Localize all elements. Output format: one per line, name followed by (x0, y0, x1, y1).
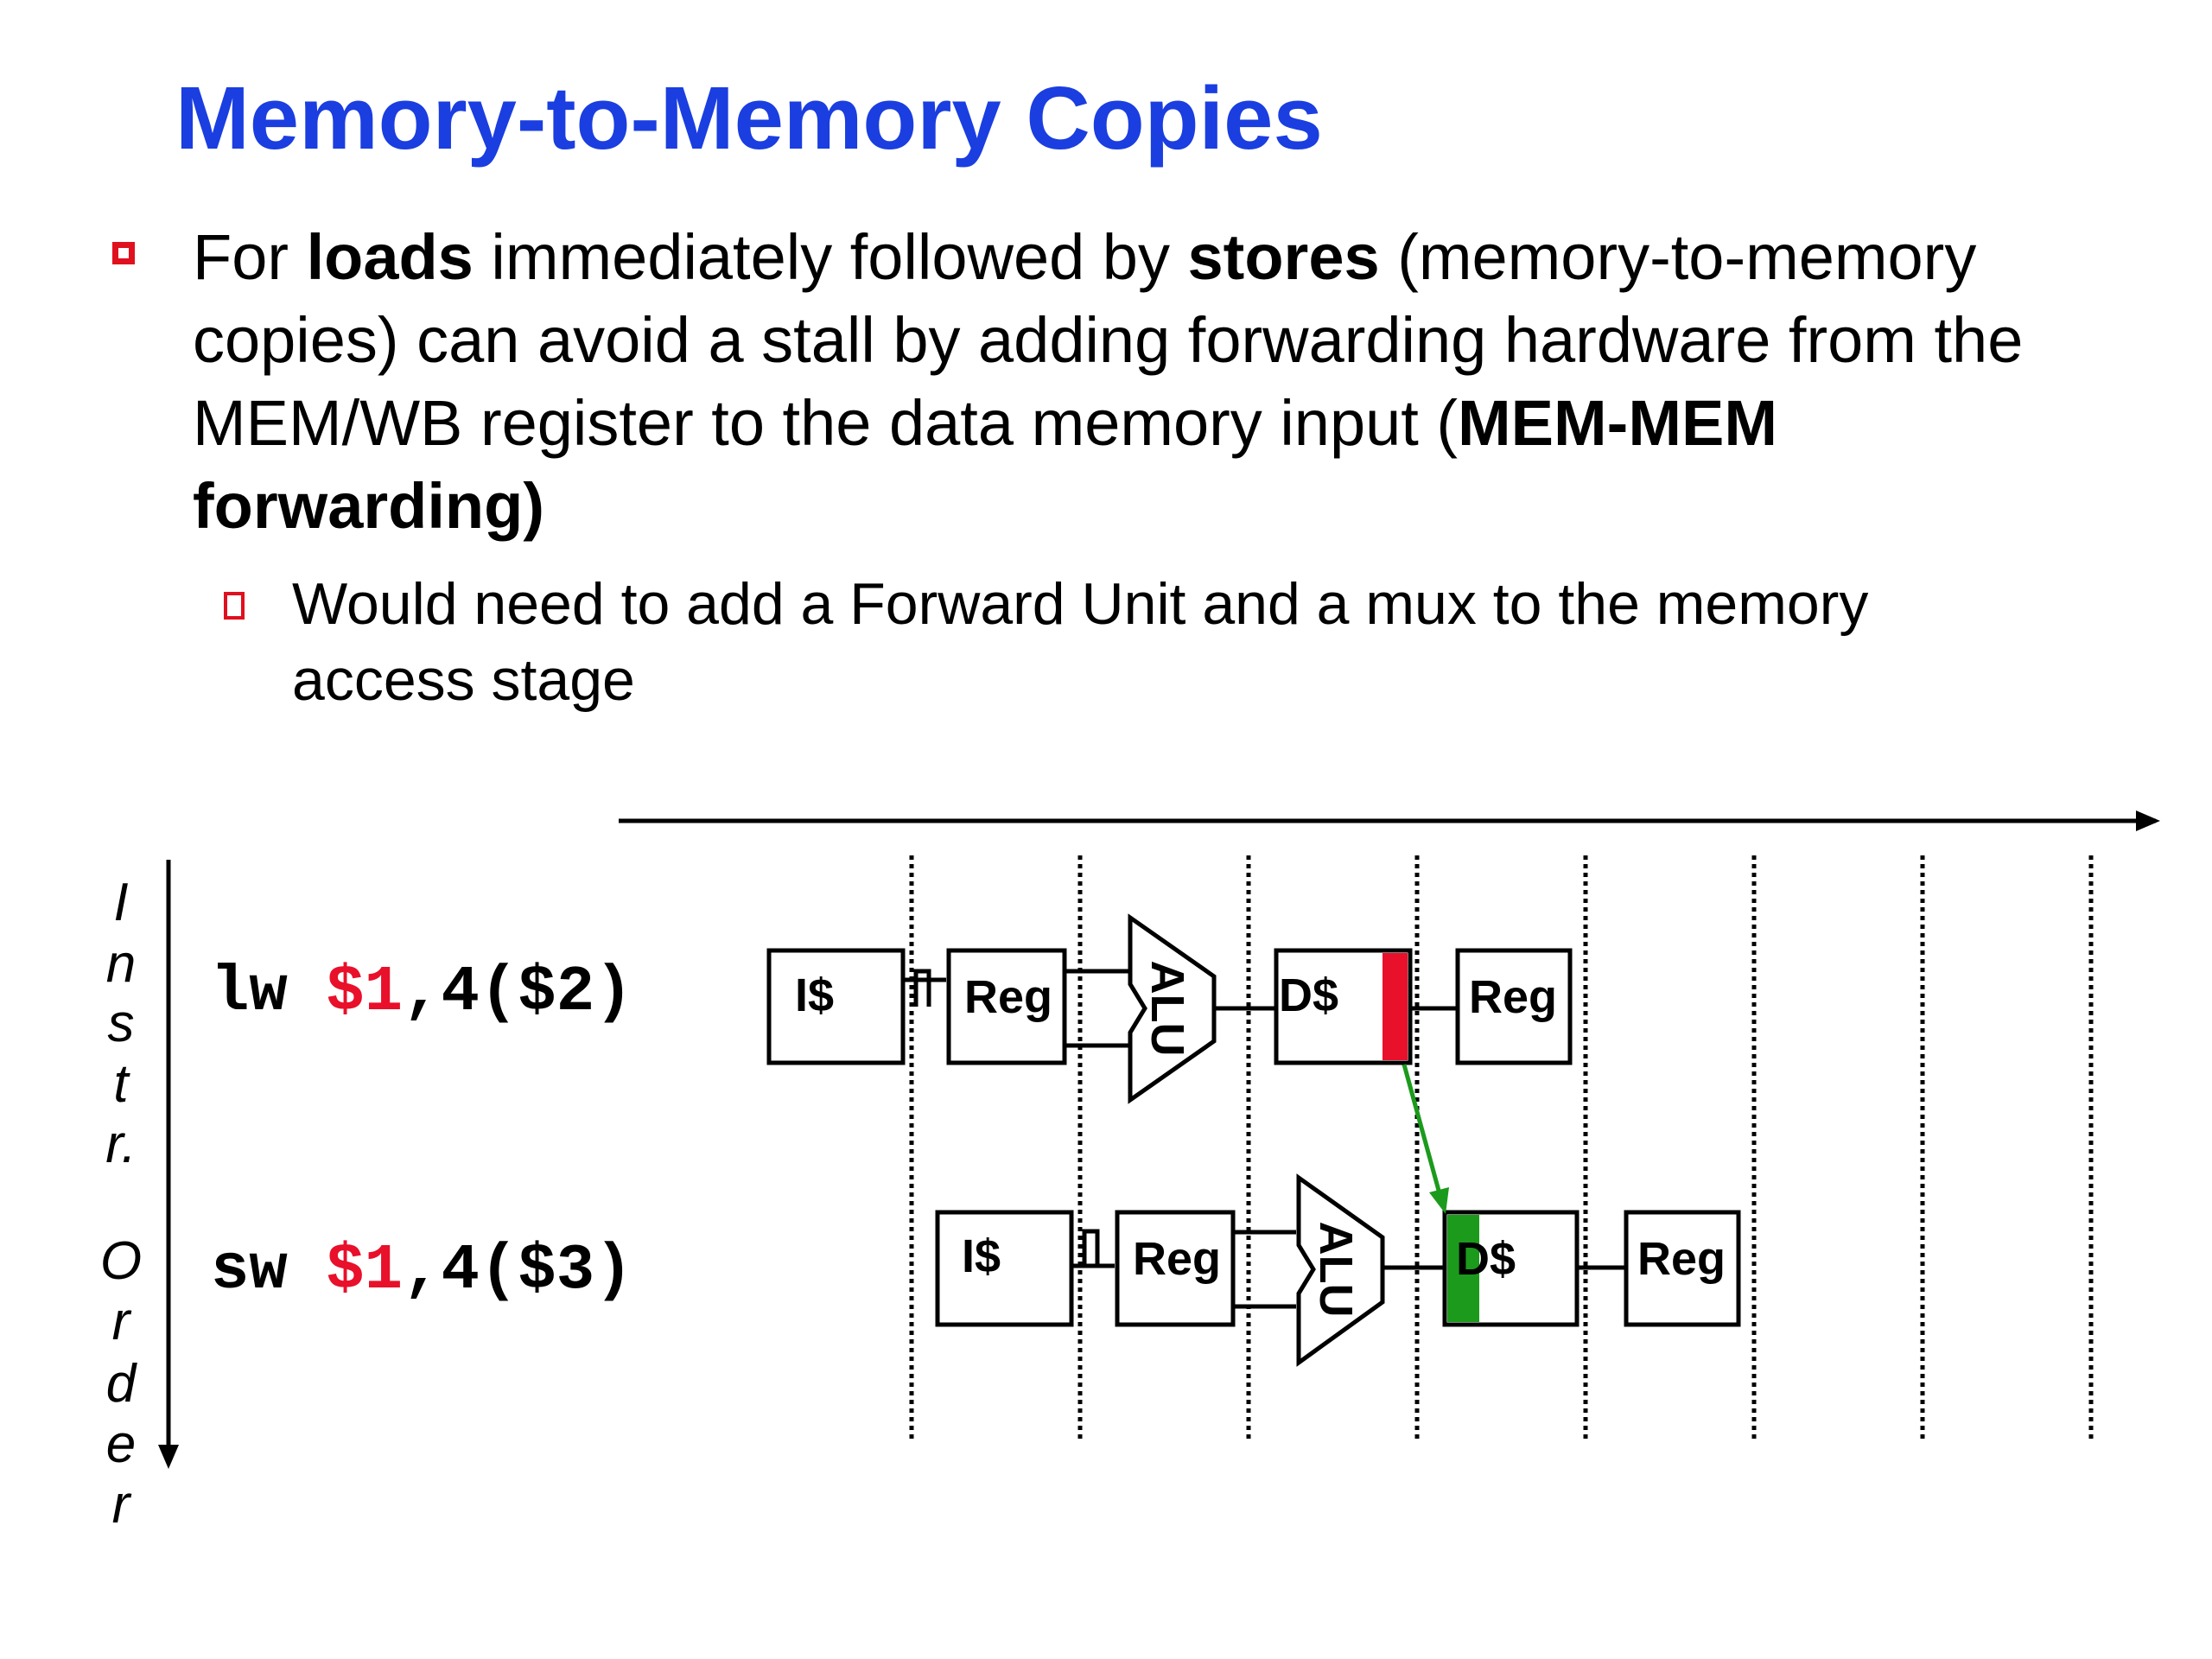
slide-title: Memory-to-Memory Copies (175, 68, 1323, 168)
time-axis (619, 810, 2160, 831)
stage-dmem-label: D$ (1456, 1233, 1516, 1285)
instr-order-letter: s (108, 994, 135, 1053)
instr-order-letter: r (112, 1475, 132, 1535)
bullet-text-part: immediately followed by (473, 221, 1188, 293)
cycle-boundaries (909, 855, 2094, 1439)
stage-wb-sw (1624, 1210, 1741, 1327)
stage-alu-label: ALU (1310, 1222, 1362, 1318)
stage-reg-lw (946, 948, 1067, 1065)
stage-wb-label: Reg (1637, 1233, 1726, 1285)
bullet-main: For loads immediately followed by stores… (112, 216, 2023, 548)
stage-ifetch-sw (935, 1210, 1074, 1327)
instruction-sw: sw $1,4($3) (211, 1235, 633, 1307)
stage-ifetch-lw (766, 948, 906, 1065)
bullet-main-text: For loads immediately followed by stores… (193, 216, 2050, 548)
instr-order-letter: I (113, 873, 128, 932)
stage-ifetch-label: I$ (962, 1230, 1001, 1282)
bullet-bold-mem-mem-forwarding: MEM-MEM forwarding) (193, 387, 1777, 542)
bullet-square-icon (112, 242, 135, 264)
instr-order-letter: r. (105, 1115, 137, 1174)
bullet-text-part: (memory-to-memory copies) can avoid a st… (193, 221, 2024, 459)
stage-alu-label: ALU (1141, 961, 1193, 1057)
instruction-lw: lw $1,4($2) (211, 957, 633, 1029)
forward-arrowhead-icon (1429, 1187, 1449, 1214)
stage-dmem-label: D$ (1279, 969, 1338, 1021)
stage-wb-label: Reg (1469, 971, 1557, 1023)
bullet-bold-stores: stores (1187, 221, 1380, 293)
stage-alu-lw (1128, 913, 1217, 1104)
instr-order-letter: d (106, 1354, 138, 1414)
instr-order-letter: t (113, 1054, 130, 1114)
stage-alu-sw (1296, 1173, 1385, 1367)
stage-reg-label: Reg (1133, 1233, 1221, 1285)
stage-reg-sw (1115, 1210, 1236, 1327)
instr-order-arrowhead-icon (158, 1445, 179, 1469)
mem-mem-forwarding-arrow (1402, 1064, 1449, 1214)
bullet-bold-loads: loads (306, 221, 474, 293)
stage-ifetch-label: I$ (795, 969, 834, 1021)
store-input-highlight (1447, 1215, 1479, 1322)
load-result-highlight (1382, 953, 1408, 1060)
bullet-sub-text: Would need to add a Forward Unit and a m… (292, 571, 1869, 713)
bullet-sub: Would need to add a Forward Unit and a m… (220, 566, 2078, 718)
instr-order-letter: r (112, 1292, 132, 1351)
stage-reg-label: Reg (964, 971, 1052, 1023)
bullet-sub-square-icon (224, 592, 245, 620)
instr-order-letter: n (106, 934, 136, 994)
stage-wb-lw (1455, 948, 1573, 1065)
instr-order-letter: O (100, 1231, 142, 1291)
instr-order-letter: e (106, 1414, 136, 1474)
pipeline-row-lw: I$ Reg ALU D$ Reg (766, 913, 1573, 1104)
time-axis-arrowhead-icon (2136, 810, 2160, 831)
pipeline-row-sw: I$ Reg ALU D$ Reg (935, 1173, 1741, 1367)
bullet-text-part: For (193, 221, 307, 293)
